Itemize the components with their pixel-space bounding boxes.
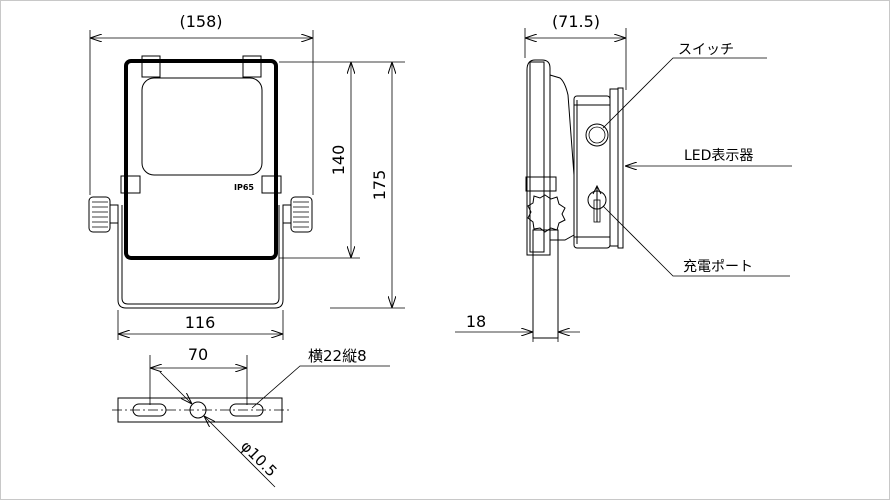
pole: [532, 229, 559, 339]
side-view: (71.5) 18 スイッチ LED表示器 充電ポート: [455, 12, 792, 342]
front-view: IP65 (158) 140 175 116: [88, 12, 405, 340]
lamp-body: [124, 59, 278, 260]
clip-left: [120, 175, 141, 194]
knob-side-icon: [527, 194, 566, 233]
switch-icon: [585, 123, 609, 147]
dim-hole-diameter: φ10.5: [237, 437, 280, 480]
label-slot-size: 横22縦8: [308, 347, 367, 365]
dim-depth-71-5: (71.5): [552, 12, 600, 31]
knob-right-icon: [282, 196, 313, 233]
lens: [141, 77, 263, 176]
label-charging-port: 充電ポート: [683, 259, 753, 275]
dim-bracket-116: 116: [185, 313, 216, 332]
dim-pitch-70: 70: [188, 345, 208, 364]
bracket: [117, 205, 284, 309]
frame-side: [526, 59, 551, 256]
charging-port-icon: [587, 184, 607, 223]
dim-width-158: (158): [179, 12, 222, 31]
clip-right: [261, 175, 282, 194]
hinge-left: [141, 55, 161, 78]
label-switch: スイッチ: [678, 42, 734, 58]
bracket-base-view: 70 横22縦8 φ10.5: [112, 345, 390, 488]
ip65-badge: IP65: [234, 183, 254, 192]
knob-left-icon: [88, 196, 119, 233]
front-plate: [609, 88, 619, 247]
label-led-indicator: LED表示器: [684, 148, 753, 164]
hinge-right: [242, 55, 262, 78]
dim-height-140: 140: [329, 145, 348, 176]
dim-pole-18: 18: [466, 312, 486, 331]
clip-side: [525, 176, 557, 192]
rear-housing: [573, 95, 611, 249]
dim-height-175: 175: [370, 170, 389, 201]
